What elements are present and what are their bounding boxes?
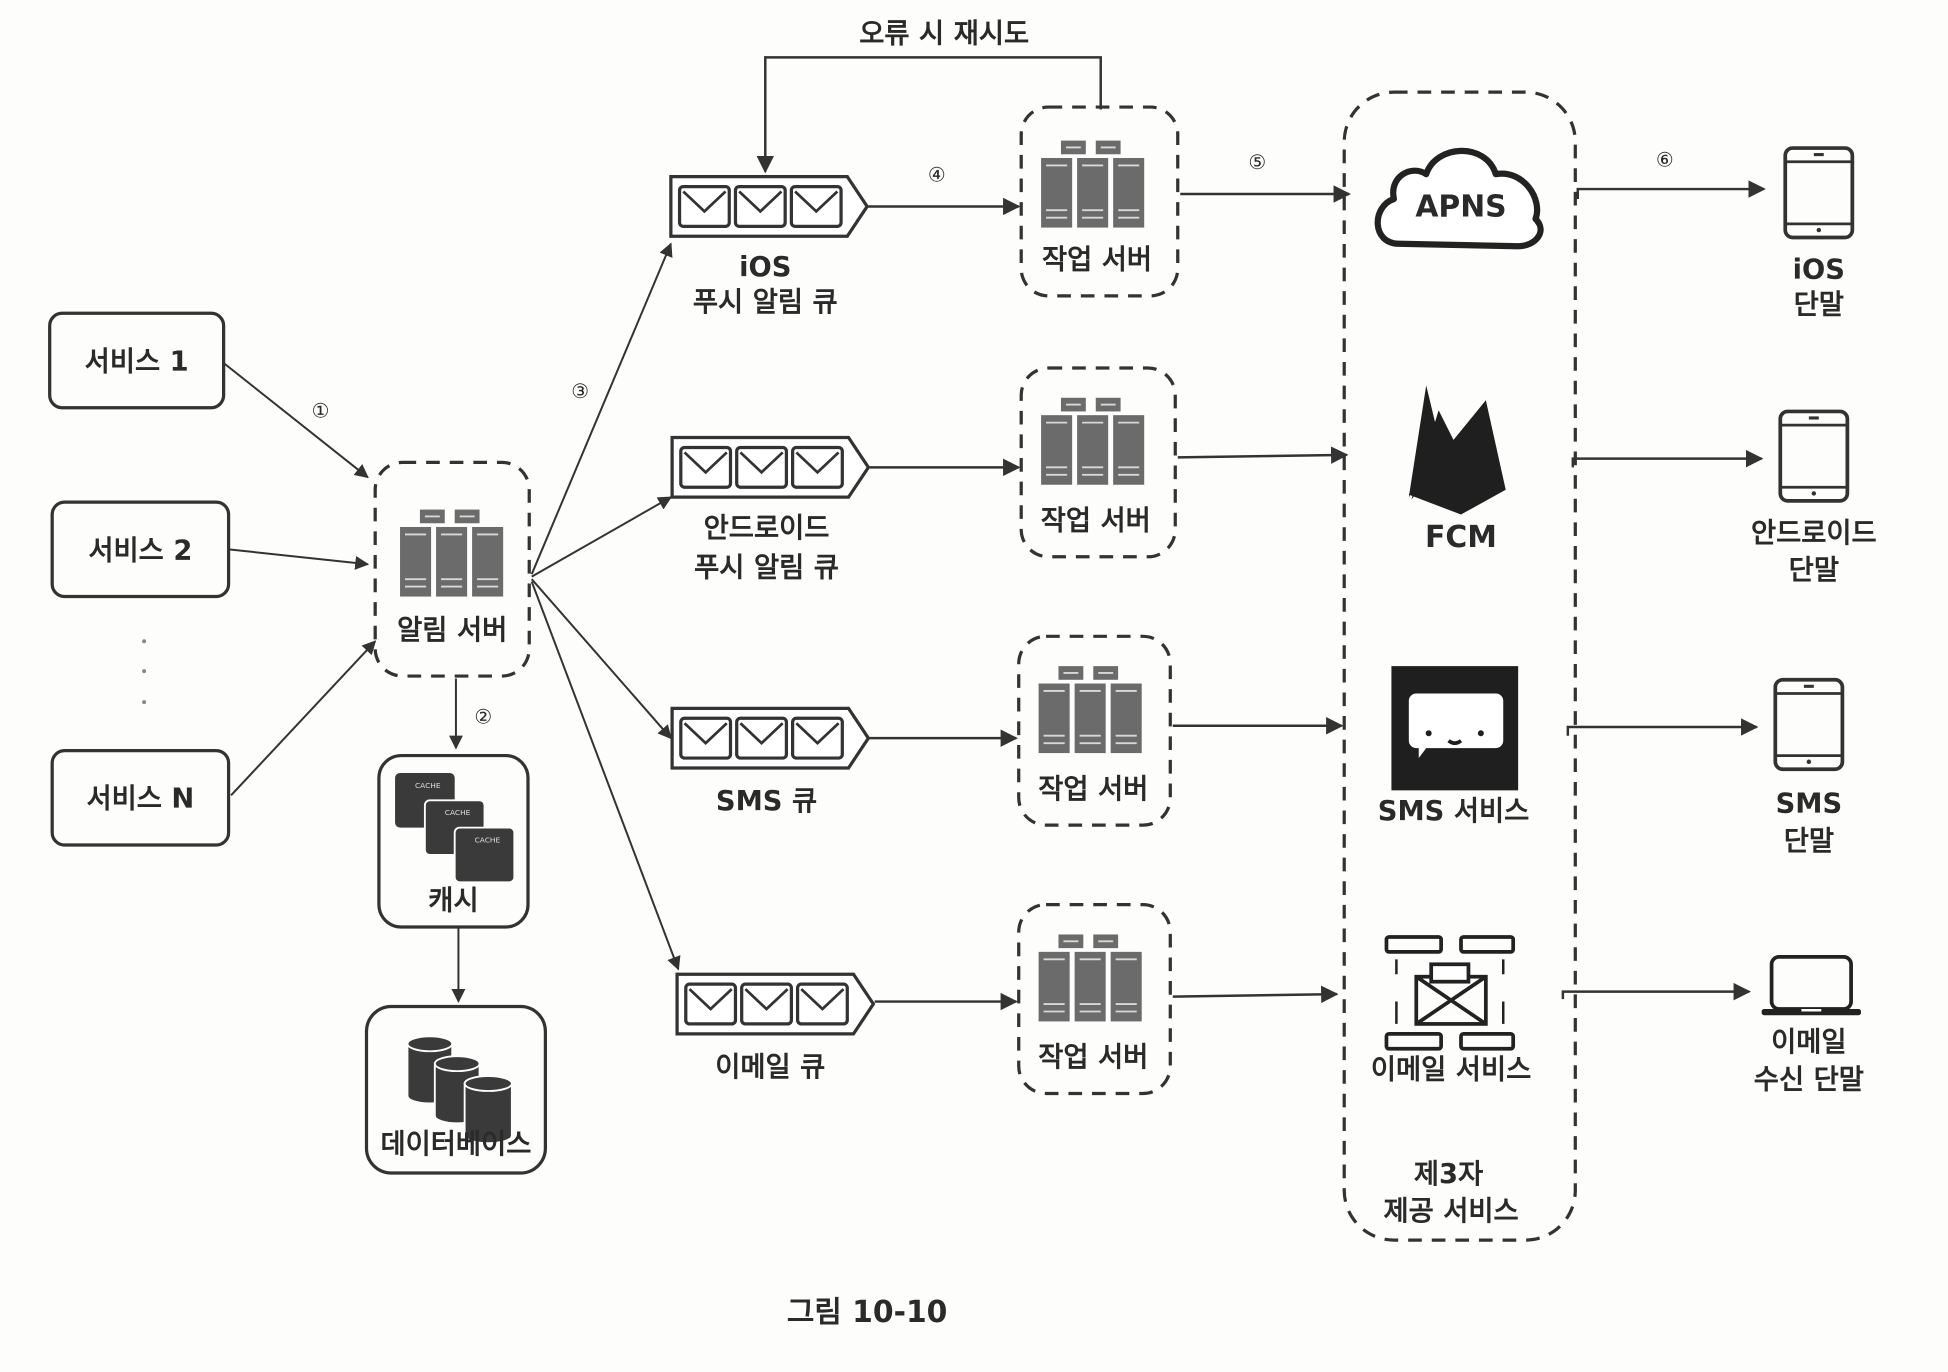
third-party-services-group: 제3자 제공 서비스 <box>1342 90 1577 1242</box>
provider-email-service[interactable]: 이메일 서비스 <box>1371 935 1531 1086</box>
worker-server-android[interactable]: 작업 서버 <box>1019 366 1177 559</box>
server-rack-icon <box>1040 396 1146 486</box>
notification-server-node[interactable]: 알림 서버 <box>373 460 531 678</box>
provider-label: SMS 서비스 <box>1378 796 1530 827</box>
database-label: 데이터베이스 <box>381 1129 532 1160</box>
provider-sms-service[interactable]: SMS 서비스 <box>1378 666 1530 827</box>
worker-server-ios[interactable]: 작업 서버 <box>1019 105 1180 298</box>
device-android[interactable]: 안드로이드 단말 <box>1751 409 1877 586</box>
edge-servicen-to-notification-server <box>230 640 377 797</box>
queue-email[interactable]: 이메일 큐 <box>675 972 875 1083</box>
service-node-2[interactable]: 서비스 2 <box>50 500 231 599</box>
svg-text:CACHE: CACHE <box>475 836 501 845</box>
service-label: 서비스 2 <box>88 535 192 566</box>
queue-label-line2: 푸시 알림 큐 <box>693 287 838 318</box>
service-label: 서비스 1 <box>85 346 189 377</box>
server-rack-icon <box>1037 933 1143 1023</box>
cache-icon: CACHE CACHE CACHE <box>395 772 516 884</box>
queue-sms[interactable]: SMS 큐 <box>670 706 871 817</box>
queue-android[interactable]: 안드로이드 푸시 알림 큐 <box>670 435 871 584</box>
group-label-line2: 제공 서비스 <box>1383 1196 1518 1227</box>
step-3-marker: ③ <box>571 380 589 403</box>
provider-fcm[interactable]: FCM <box>1408 385 1506 555</box>
database-node[interactable]: 데이터베이스 <box>364 1004 548 1175</box>
edge-email-to-email-device <box>1561 982 1751 1001</box>
edge-notification-server-to-android-queue <box>531 496 673 578</box>
service-node-n[interactable]: 서비스 N <box>50 748 231 847</box>
figure-caption: 그림 10-10 <box>787 1295 948 1330</box>
device-label-line1: iOS <box>1793 255 1845 286</box>
worker-label: 작업 서버 <box>1042 245 1152 276</box>
step-2-marker: ② <box>474 705 492 728</box>
message-queue-icon <box>675 972 875 1036</box>
edge-apns-to-ios-device <box>1576 180 1766 200</box>
device-label-line1: 이메일 <box>1771 1027 1846 1058</box>
worker-server-email[interactable]: 작업 서버 <box>1017 903 1172 1096</box>
email-server-icon <box>1384 935 1516 1051</box>
worker-label: 작업 서버 <box>1038 774 1148 805</box>
edge-notification-server-to-sms-queue <box>530 578 672 740</box>
edge-sms-to-sms-device <box>1566 718 1759 736</box>
server-rack-icon <box>399 508 505 598</box>
svg-text:CACHE: CACHE <box>445 808 471 817</box>
queue-label-line1: 이메일 큐 <box>715 1052 825 1083</box>
device-label-line1: SMS <box>1776 789 1843 820</box>
chat-bubble-icon <box>1391 666 1519 791</box>
retry-label: 오류 시 재시도 <box>859 18 1029 49</box>
cloud-icon <box>1374 147 1544 250</box>
edge-notification-server-to-email-queue <box>530 581 681 971</box>
device-ios[interactable]: iOS 단말 <box>1783 146 1855 320</box>
device-email[interactable]: 이메일 수신 단말 <box>1754 954 1864 1096</box>
device-label-line2: 단말 <box>1789 555 1839 586</box>
service-node-1[interactable]: 서비스 1 <box>48 311 226 410</box>
cache-node[interactable]: CACHE CACHE CACHE 캐시 <box>377 753 530 929</box>
device-label-line1: 안드로이드 <box>1751 518 1877 549</box>
message-queue-icon <box>670 435 871 499</box>
step-5-marker: ⑤ <box>1248 151 1266 174</box>
phone-icon <box>1783 146 1855 240</box>
queue-label-line1: iOS <box>739 252 791 283</box>
device-label-line2: 수신 단말 <box>1754 1065 1864 1096</box>
cache-label: 캐시 <box>428 886 478 917</box>
provider-label: APNS <box>1415 189 1506 224</box>
device-label-line2: 단말 <box>1784 826 1834 857</box>
provider-label: 이메일 서비스 <box>1371 1055 1531 1086</box>
server-rack-icon <box>1040 139 1146 229</box>
retry-loop-edge <box>756 56 1102 174</box>
queue-label-line1: 안드로이드 <box>704 513 830 544</box>
queue-label-line1: SMS 큐 <box>716 786 817 817</box>
device-sms[interactable]: SMS 단말 <box>1773 677 1845 857</box>
edge-fcm-to-android-device <box>1571 449 1764 468</box>
edge-worker-to-email-service <box>1172 985 1339 1004</box>
provider-apns[interactable]: APNS <box>1374 147 1544 250</box>
ellipsis-dots <box>142 639 147 705</box>
server-rack-icon <box>1037 665 1143 755</box>
worker-server-sms[interactable]: 작업 서버 <box>1017 634 1172 827</box>
message-queue-icon <box>670 706 871 770</box>
provider-label: FCM <box>1425 520 1497 555</box>
phone-icon <box>1773 677 1845 772</box>
service-label: 서비스 N <box>86 784 194 815</box>
edge-service2-to-notification-server <box>228 548 370 570</box>
database-icon <box>406 1035 513 1145</box>
step-4-marker: ④ <box>928 164 946 187</box>
queue-label-line2: 푸시 알림 큐 <box>694 553 839 584</box>
step-6-marker: ⑥ <box>1656 149 1674 172</box>
edge-notification-server-to-ios-queue <box>530 242 673 575</box>
phone-icon <box>1778 409 1850 503</box>
worker-label: 작업 서버 <box>1041 505 1151 536</box>
laptop-icon <box>1761 954 1862 1016</box>
step-1-marker: ① <box>312 400 330 423</box>
svg-text:CACHE: CACHE <box>415 781 441 790</box>
worker-label: 작업 서버 <box>1038 1042 1148 1073</box>
firebase-icon <box>1408 385 1506 515</box>
notification-server-label: 알림 서버 <box>397 615 507 646</box>
group-label-line1: 제3자 <box>1414 1159 1483 1190</box>
device-label-line2: 단말 <box>1794 289 1844 320</box>
queue-ios[interactable]: iOS 푸시 알림 큐 <box>669 175 869 318</box>
edge-service1-to-notification-server <box>223 362 369 479</box>
edge-worker-to-fcm <box>1177 446 1349 464</box>
message-queue-icon <box>669 175 869 238</box>
